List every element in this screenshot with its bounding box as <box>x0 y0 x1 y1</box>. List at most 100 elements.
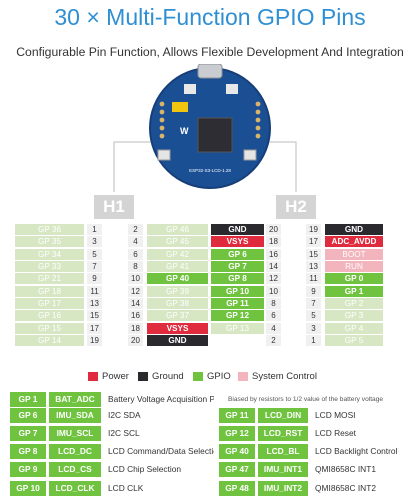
h2-pin-number-left: 12 <box>266 273 281 285</box>
h1-pin-left: GP 15 <box>15 322 84 334</box>
h1-pin-number-left: 7 <box>87 261 102 273</box>
h1-pin-number-left: 11 <box>87 285 102 297</box>
h1-pin-right: GP 41 <box>147 261 208 273</box>
h2-pin-number-right: 9 <box>306 285 321 297</box>
legend: Power Ground GPIO System Control <box>0 371 420 385</box>
legend-item-gpio: GPIO <box>193 371 231 382</box>
h2-pin-left: GND <box>211 224 264 235</box>
h2-pin-number-left: 6 <box>266 310 281 322</box>
h1-pin-number-left: 15 <box>87 310 102 322</box>
table-description-cell: LCD Backlight Control <box>315 446 398 456</box>
board-logo: W <box>180 126 189 136</box>
component <box>226 84 238 94</box>
h1-pin-right: GP 42 <box>147 248 208 260</box>
h1-pin-number-left: 9 <box>87 273 102 285</box>
h2-pin-number-left: 16 <box>266 248 281 260</box>
h2-pin-number-right: 19 <box>306 224 321 235</box>
table-function-cell: LCD_DIN <box>258 408 308 423</box>
h2-pin-left: GP 7 <box>211 261 264 273</box>
table-description-cell: Battery Voltage Acquisition Pin <box>108 394 214 404</box>
header-holes <box>159 101 261 139</box>
h2-pin-right: GP 4 <box>325 322 383 334</box>
table-gpio-cell: GP 40 <box>219 444 255 459</box>
h2-pin-left: GP 10 <box>211 285 264 297</box>
h2-pin-number-right: 5 <box>306 310 321 322</box>
table-description-cell: QMI8658C INT1 <box>315 464 376 474</box>
table-description-cell: LCD Reset <box>315 428 356 438</box>
h1-pin-left: GP 34 <box>15 248 84 260</box>
legend-item-system-control: System Control <box>238 371 317 382</box>
table-description-cell: LCD Command/Data Selection <box>108 446 214 456</box>
h1-pin-number-right: 18 <box>128 322 143 334</box>
header-h2-label: H2 <box>276 195 316 219</box>
h2-pin-number-right: 17 <box>306 236 321 248</box>
h1-pin-left: GP 33 <box>15 261 84 273</box>
h2-pin-number-right: 11 <box>306 273 321 285</box>
h2-pin-right: GP 0 <box>325 273 383 285</box>
h2-pin-right: GND <box>325 224 383 235</box>
h1-pin-left: GP 21 <box>15 273 84 285</box>
h2-pin-number-right: 7 <box>306 298 321 310</box>
usb-c-port <box>197 63 223 79</box>
h1-pin-right: VSYS <box>147 322 208 334</box>
h1-pin-number-left: 1 <box>87 224 102 235</box>
table-gpio-cell: GP 11 <box>219 408 255 423</box>
h1-pin-number-right: 20 <box>128 335 143 347</box>
h2-pin-number-right: 13 <box>306 261 321 273</box>
table-gpio-cell: GP 1 <box>10 392 46 407</box>
h2-pin-right: BOOT <box>325 248 383 260</box>
table-gpio-cell: GP 48 <box>219 481 255 496</box>
h2-pin-right: GP 5 <box>325 335 383 347</box>
h2-pin-number-left: 2 <box>266 335 281 347</box>
h1-pin-left: GP 35 <box>15 236 84 248</box>
h1-pin-number-right: 12 <box>128 285 143 297</box>
table-function-cell: LCD_DC <box>49 444 101 459</box>
board-graphic: W ESP32-S3-LCD-1.28 <box>113 63 297 192</box>
h1-pin-right: GND <box>147 335 208 347</box>
h1-leader-line <box>113 141 158 192</box>
h1-pin-number-right: 10 <box>128 273 143 285</box>
table-description-cell: I2C SDA <box>108 410 141 420</box>
h1-pin-left: GP 18 <box>15 285 84 297</box>
h1-pin-number-right: 6 <box>128 248 143 260</box>
button-reset <box>243 149 257 161</box>
h1-pin-number-right: 14 <box>128 298 143 310</box>
table-gpio-cell: GP 7 <box>10 426 46 441</box>
h2-pin-number-left: 8 <box>266 298 281 310</box>
h2-pin-right: ADC_AVDD <box>325 236 383 248</box>
h2-pin-right: GP 1 <box>325 285 383 297</box>
table-gpio-cell: GP 10 <box>10 481 46 496</box>
table-function-cell: LCD_BL <box>258 444 308 459</box>
esp32-chip <box>197 117 233 153</box>
h2-pin-number-left: 14 <box>266 261 281 273</box>
h1-pin-number-right: 8 <box>128 261 143 273</box>
table-function-cell: IMU_INT2 <box>258 481 308 496</box>
h1-pin-right: GP 38 <box>147 298 208 310</box>
h2-pin-left: GP 12 <box>211 310 264 322</box>
table-function-cell: IMU_INT1 <box>258 462 308 477</box>
h1-pin-number-left: 13 <box>87 298 102 310</box>
h2-pin-left: GP 6 <box>211 248 264 260</box>
table-function-cell: LCD_RST <box>258 426 308 441</box>
table-description-cell: I2C SCL <box>108 428 140 438</box>
h1-pin-right: GP 46 <box>147 224 208 235</box>
h2-pin-number-left: 4 <box>266 322 281 334</box>
table-gpio-cell: GP 47 <box>219 462 255 477</box>
table-function-cell: LCD_CLK <box>49 481 101 496</box>
table-function-cell: LCD_CS <box>49 462 101 477</box>
h2-pin-right: RUN <box>325 261 383 273</box>
h2-pin-number-left: 18 <box>266 236 281 248</box>
board-illustration: W ESP32-S3-LCD-1.28 <box>30 63 390 194</box>
h1-pin-number-right: 16 <box>128 310 143 322</box>
button-boot <box>157 149 171 161</box>
h2-pin-number-right: 1 <box>306 335 321 347</box>
h2-leader-line <box>262 141 297 192</box>
h2-pin-right: GP 2 <box>325 298 383 310</box>
h1-pin-left: GP 17 <box>15 298 84 310</box>
page-subtitle: Configurable Pin Function, Allows Flexib… <box>16 45 404 59</box>
table-function-cell: IMU_SCL <box>49 426 101 441</box>
h2-pin-left: GP 8 <box>211 273 264 285</box>
table-description-cell: LCD MOSI <box>315 410 356 420</box>
table-description-cell: QMI8658C INT2 <box>315 483 376 493</box>
h2-pin-left: VSYS <box>211 236 264 248</box>
